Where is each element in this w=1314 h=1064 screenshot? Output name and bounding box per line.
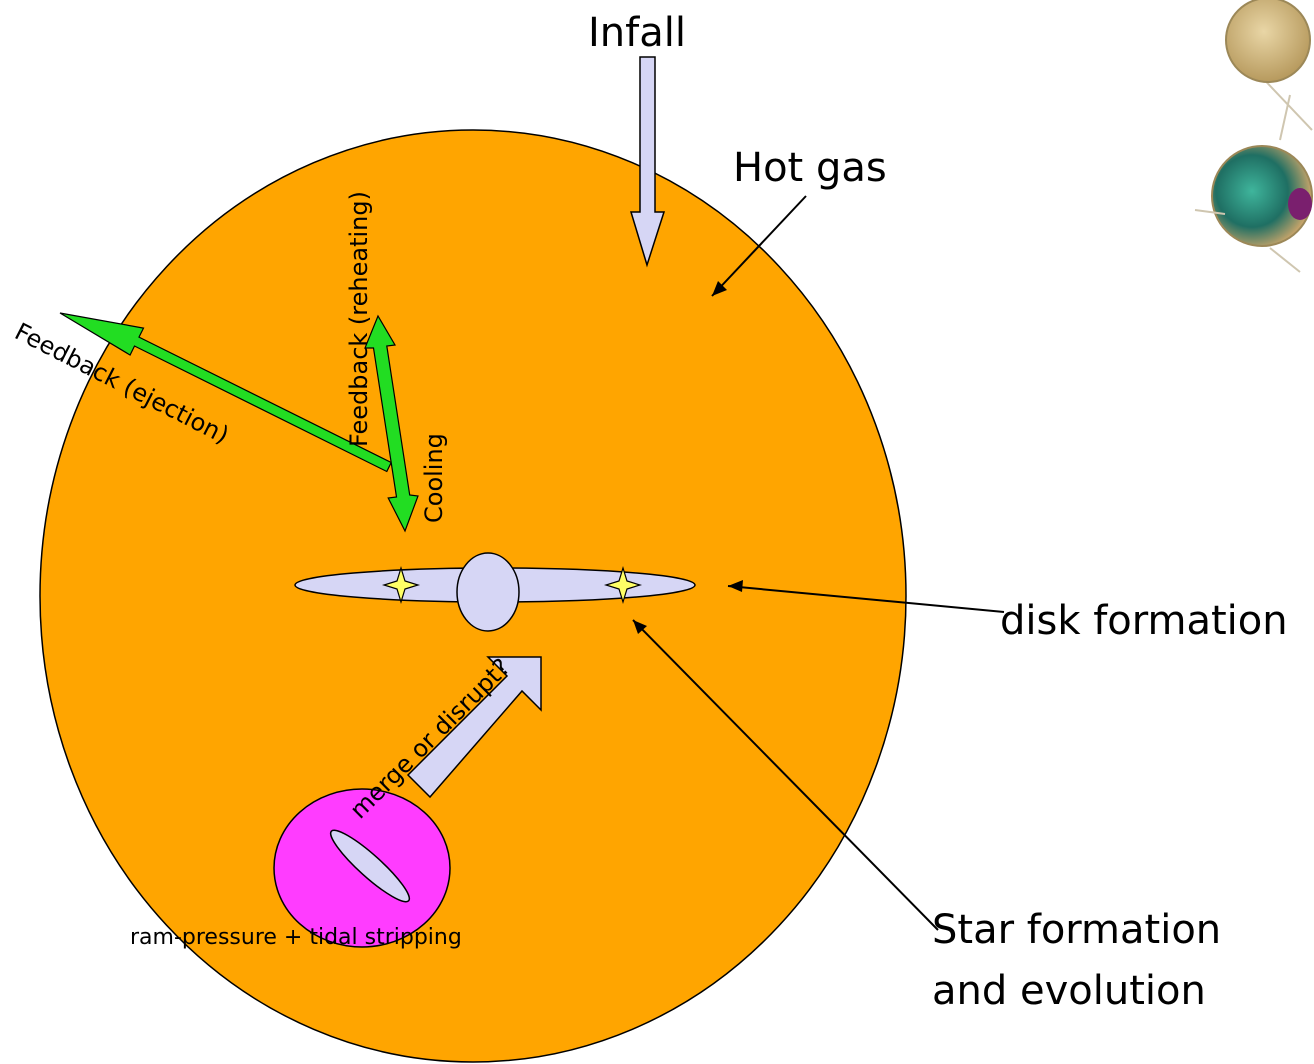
galaxy-halo-thumbnail-icon bbox=[1195, 0, 1312, 272]
stripping-label: ram-pressure + tidal stripping bbox=[130, 925, 462, 950]
cooling-label: Cooling bbox=[420, 433, 448, 523]
star-formation-label-line1: Star formation bbox=[932, 907, 1221, 953]
feedback-reheating-label: Feedback (reheating) bbox=[345, 191, 373, 447]
hot-gas-label: Hot gas bbox=[733, 145, 887, 191]
galaxy-bulge bbox=[457, 553, 519, 631]
star-formation-label-line2: and evolution bbox=[932, 968, 1206, 1014]
infall-label: Infall bbox=[588, 10, 686, 56]
disk-formation-label: disk formation bbox=[1000, 598, 1288, 644]
